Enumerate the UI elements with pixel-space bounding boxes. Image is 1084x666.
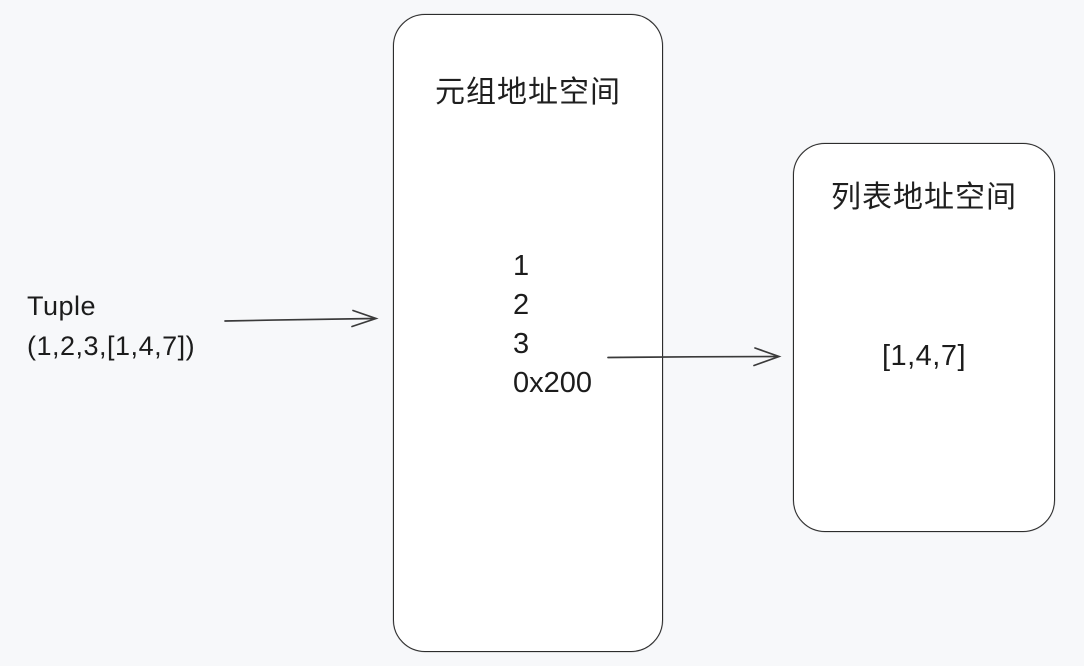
tuple-slot-list: 1 2 3 0x200 bbox=[513, 247, 592, 403]
list-address-space-box: 列表地址空间 [1,4,7] bbox=[793, 143, 1055, 532]
tuple-source-label: Tuple (1,2,3,[1,4,7]) bbox=[27, 286, 195, 366]
list-box-content: [1,4,7] bbox=[881, 340, 967, 372]
list-box-title: 列表地址空间 bbox=[831, 181, 1017, 214]
tuple-slot-1: 1 bbox=[513, 250, 530, 282]
tuple-source-label-line1: Tuple bbox=[27, 291, 97, 321]
tuple-box-title: 元组地址空间 bbox=[435, 76, 621, 109]
tuple-source-label-line2: (1,2,3,[1,4,7]) bbox=[27, 331, 196, 361]
tuple-slot-2: 2 bbox=[513, 289, 530, 321]
tuple-to-box-arrow bbox=[224, 309, 379, 328]
tuple-slot-pointer: 0x200 bbox=[513, 367, 593, 399]
tuple-address-space-box: 元组地址空间 1 2 3 0x200 bbox=[393, 14, 663, 652]
tuple-slot-3: 3 bbox=[513, 328, 530, 360]
